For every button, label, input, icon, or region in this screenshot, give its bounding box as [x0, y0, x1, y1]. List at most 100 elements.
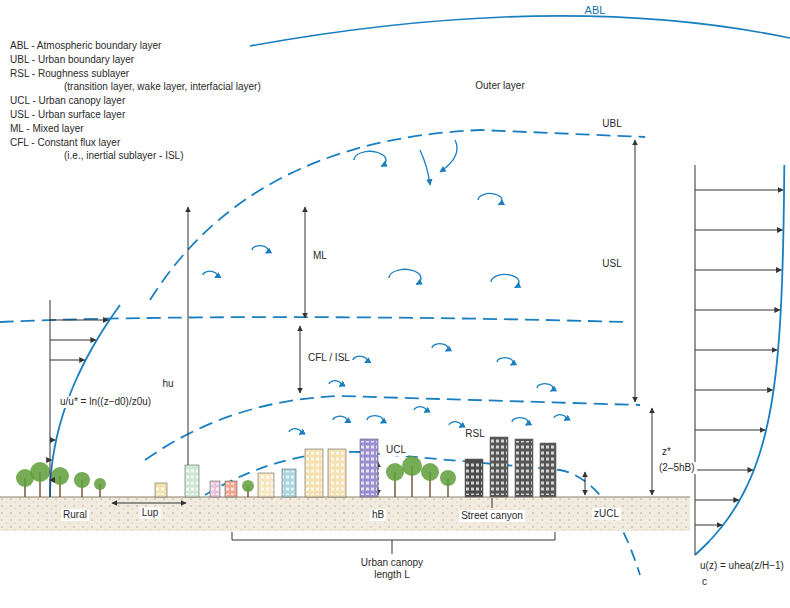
usl-arrow	[635, 140, 636, 402]
legend-line: ABL - Atmospheric boundary layer	[8, 40, 163, 52]
ground	[0, 497, 690, 531]
layer-name: CFL / ISL	[306, 352, 352, 364]
tree-crown	[51, 467, 69, 485]
entrainment-arrow	[440, 140, 457, 172]
building-windows	[186, 467, 198, 495]
layer-name: UCL	[384, 444, 408, 456]
eddy	[512, 418, 528, 426]
building	[515, 439, 533, 497]
zucl-arrow	[585, 472, 586, 495]
tree-crown	[94, 478, 106, 490]
length-name: Urban canopy length L	[350, 557, 434, 581]
wind-arrow	[50, 460, 52, 461]
wind-arrow	[695, 525, 722, 526]
building	[282, 469, 296, 497]
wind-arrow	[50, 320, 108, 321]
height-note: (2–5hB)	[657, 462, 697, 474]
formula-note: c	[700, 576, 709, 588]
building-windows	[259, 475, 273, 495]
eddy	[389, 269, 421, 284]
building-windows	[541, 445, 555, 495]
rsl-line	[145, 396, 640, 460]
eddy	[554, 415, 566, 421]
building	[210, 481, 220, 497]
legend-line: RSL - Roughness sublayer	[8, 68, 131, 80]
eddy	[449, 422, 461, 428]
tree-crown	[421, 463, 439, 481]
urban-axis	[695, 165, 696, 555]
lup-arrow	[112, 503, 186, 504]
wind-arrow	[50, 340, 96, 341]
wind-arrow	[695, 230, 782, 231]
building	[305, 449, 323, 497]
building-windows	[156, 485, 166, 495]
building	[540, 443, 556, 497]
layer-name: ML	[311, 250, 329, 262]
log-law-formula: u/u* = ln((z−d0)/z0u)	[58, 396, 153, 408]
legend-line: CFL - Constant flux layer	[8, 137, 122, 149]
entrainment-arrow	[420, 150, 430, 185]
wind-arrow	[695, 390, 773, 391]
tree-crown	[242, 480, 254, 492]
ml-arrow	[305, 207, 306, 318]
eddy	[537, 384, 553, 392]
eddy	[333, 416, 347, 423]
wind-arrow	[695, 430, 765, 431]
rural-axis	[50, 300, 51, 497]
layer-name: RSL	[463, 428, 486, 440]
building-windows	[491, 439, 507, 495]
tree-crown	[386, 463, 404, 481]
height-symbol: hu	[160, 378, 175, 390]
height-symbol: hB	[370, 509, 386, 521]
building-windows	[466, 461, 482, 495]
urban-profile	[695, 165, 784, 555]
building	[328, 449, 346, 497]
abl-line	[250, 16, 790, 46]
building	[185, 465, 199, 497]
eddy	[367, 416, 383, 424]
building-windows	[516, 441, 532, 495]
tree-crown	[440, 470, 456, 486]
building-windows	[361, 441, 377, 495]
eddy	[329, 381, 341, 387]
height-symbol: z*	[660, 446, 673, 458]
wind-arrow	[695, 500, 739, 501]
layer-name: Outer layer	[473, 80, 526, 92]
eddy	[353, 356, 367, 363]
ml-top-line	[0, 317, 625, 322]
cfl-arrow	[300, 326, 301, 393]
canyon-tick	[492, 498, 493, 508]
hu-arrow	[188, 207, 189, 495]
exp-law-formula: u(z) = uhea(z/H−1)	[698, 560, 786, 572]
eddy	[289, 429, 301, 435]
eddy	[491, 274, 519, 287]
tree-crown	[30, 462, 50, 482]
legend-line: USL - Urban surface layer	[8, 109, 127, 121]
building	[155, 483, 167, 497]
tree-crown	[74, 472, 90, 488]
legend-note: (transition layer, wake layer, interfaci…	[62, 81, 263, 93]
wind-arrow	[695, 270, 781, 271]
legend-line: UBL - Urban boundary layer	[8, 54, 136, 66]
wind-arrow	[695, 190, 783, 191]
building	[490, 437, 508, 497]
wind-arrow	[50, 360, 85, 361]
building-windows	[329, 451, 345, 495]
layer-name: ABL	[583, 4, 608, 16]
wind-arrow	[695, 470, 753, 471]
eddy	[478, 193, 502, 204]
eddy	[432, 344, 448, 352]
length-symbol: Lup	[140, 507, 161, 519]
building-windows	[226, 483, 236, 495]
legend-line: ML - Mixed layer	[8, 123, 86, 135]
height-symbol: zUCL	[592, 508, 621, 520]
legend-line: UCL - Urban canopy layer	[8, 95, 127, 107]
building	[465, 459, 483, 497]
wind-arrow	[695, 310, 780, 311]
eddy	[252, 246, 268, 254]
wind-arrow	[695, 350, 777, 351]
canopy-bracket	[232, 532, 555, 554]
eddy	[354, 151, 386, 166]
eddy	[203, 271, 217, 278]
building-windows	[211, 483, 219, 495]
